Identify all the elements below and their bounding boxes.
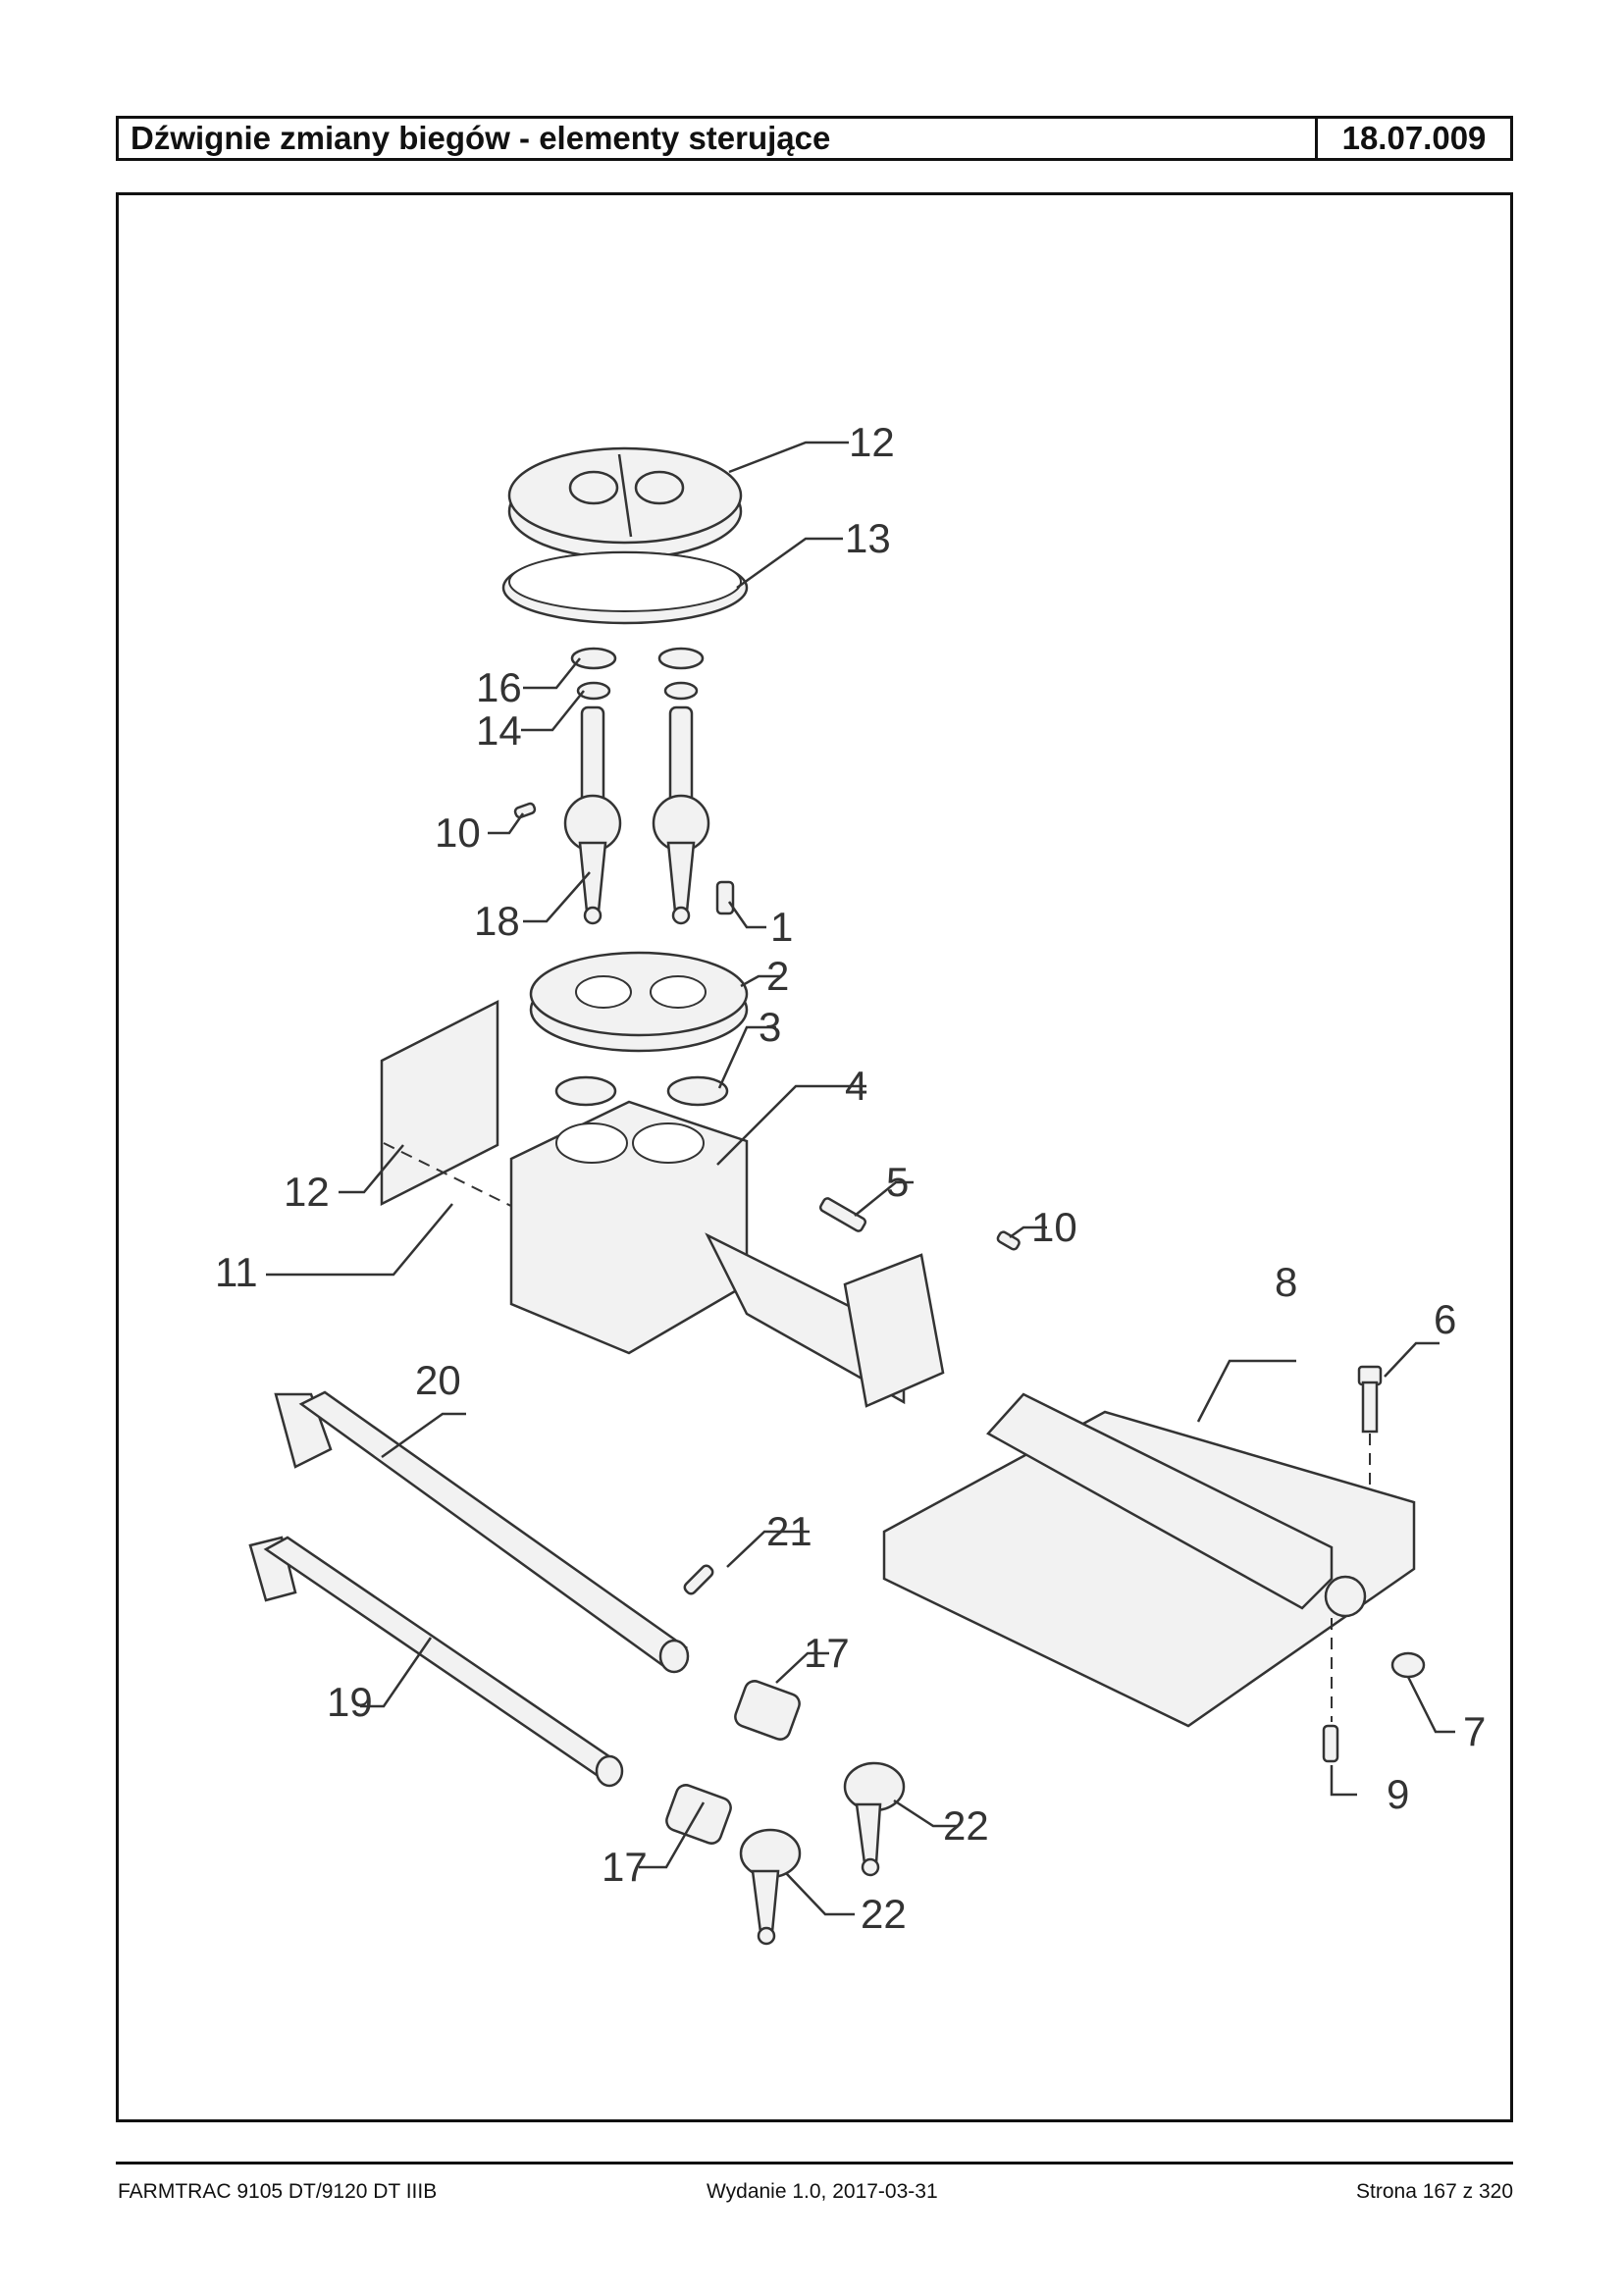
exploded-view-frame: 12 13 16 14 10 18 1 2 3 4 5 10 12 11 8 6… (116, 192, 1513, 2122)
callout-5: 5 (886, 1159, 909, 1205)
part-16-15-washers (570, 647, 705, 701)
part-20-shift-rod (274, 1390, 690, 1674)
callout-22a: 22 (943, 1802, 989, 1849)
callout-13: 12 (849, 419, 895, 465)
section-code: 18.07.009 (1341, 120, 1487, 156)
footer-model: FARMTRAC 9105 DT/9120 DT IIIB (118, 2180, 438, 2203)
part-9-pin (1322, 1724, 1339, 1763)
part-17-springs (665, 1680, 801, 1845)
callout-20: 20 (415, 1357, 461, 1403)
callout-22b: 22 (861, 1891, 907, 1937)
part-18-levers (563, 705, 710, 925)
part-5-bolt (818, 1197, 867, 1232)
part-4-housing (509, 1100, 945, 1408)
callout-3: 3 (759, 1004, 781, 1050)
callout-15: 14 (476, 707, 522, 754)
callout-2: 2 (766, 953, 789, 999)
part-21-pin (683, 1564, 714, 1595)
part-11-side-cover (380, 999, 499, 1207)
callout-1: 1 (770, 904, 793, 950)
exploded-parts-diagram: 12 13 16 14 10 18 1 2 3 4 5 10 12 11 8 6… (215, 419, 1486, 1946)
part-19-shift-rod (248, 1536, 624, 1788)
callout-17a: 17 (804, 1630, 850, 1676)
page-header: Dźwignie zmiany biegów - elementy steruj… (116, 116, 1513, 161)
callout-10a: 10 (435, 809, 481, 856)
page-title: Dźwignie zmiany biegów - elementy steruj… (119, 119, 1318, 158)
part-7-plug (1390, 1651, 1426, 1679)
callout-11: 11 (215, 1249, 258, 1295)
footer-divider (116, 2162, 1513, 2165)
callout-7: 7 (1463, 1708, 1486, 1754)
callout-17b: 17 (602, 1844, 648, 1890)
callout-12: 12 (284, 1169, 330, 1215)
callout-leaders (266, 441, 1455, 1916)
callout-4: 4 (845, 1063, 867, 1109)
part-6-bolt (1357, 1365, 1383, 1434)
callout-6: 6 (1434, 1296, 1456, 1342)
callout-21: 21 (766, 1508, 812, 1554)
part-10-1-small-fasteners (513, 802, 1021, 1251)
callout-8: 8 (1275, 1259, 1297, 1305)
callout-14: 13 (845, 515, 891, 561)
part-14-ring (501, 550, 749, 625)
part-13-cover (507, 446, 743, 560)
callout-19: 19 (327, 1679, 373, 1725)
callout-9: 9 (1387, 1771, 1409, 1817)
callout-18: 18 (474, 898, 520, 944)
footer-page-number: Strona 167 z 320 (1356, 2180, 1513, 2203)
part-22-selector-fingers (739, 1761, 906, 1946)
footer-edition: Wydanie 1.0, 2017-03-31 (707, 2180, 938, 2203)
part-8-base-plate (882, 1392, 1416, 1728)
part-2-3-guide-plate (529, 951, 749, 1107)
callout-10b: 10 (1031, 1204, 1077, 1250)
callout-16: 16 (476, 664, 522, 710)
